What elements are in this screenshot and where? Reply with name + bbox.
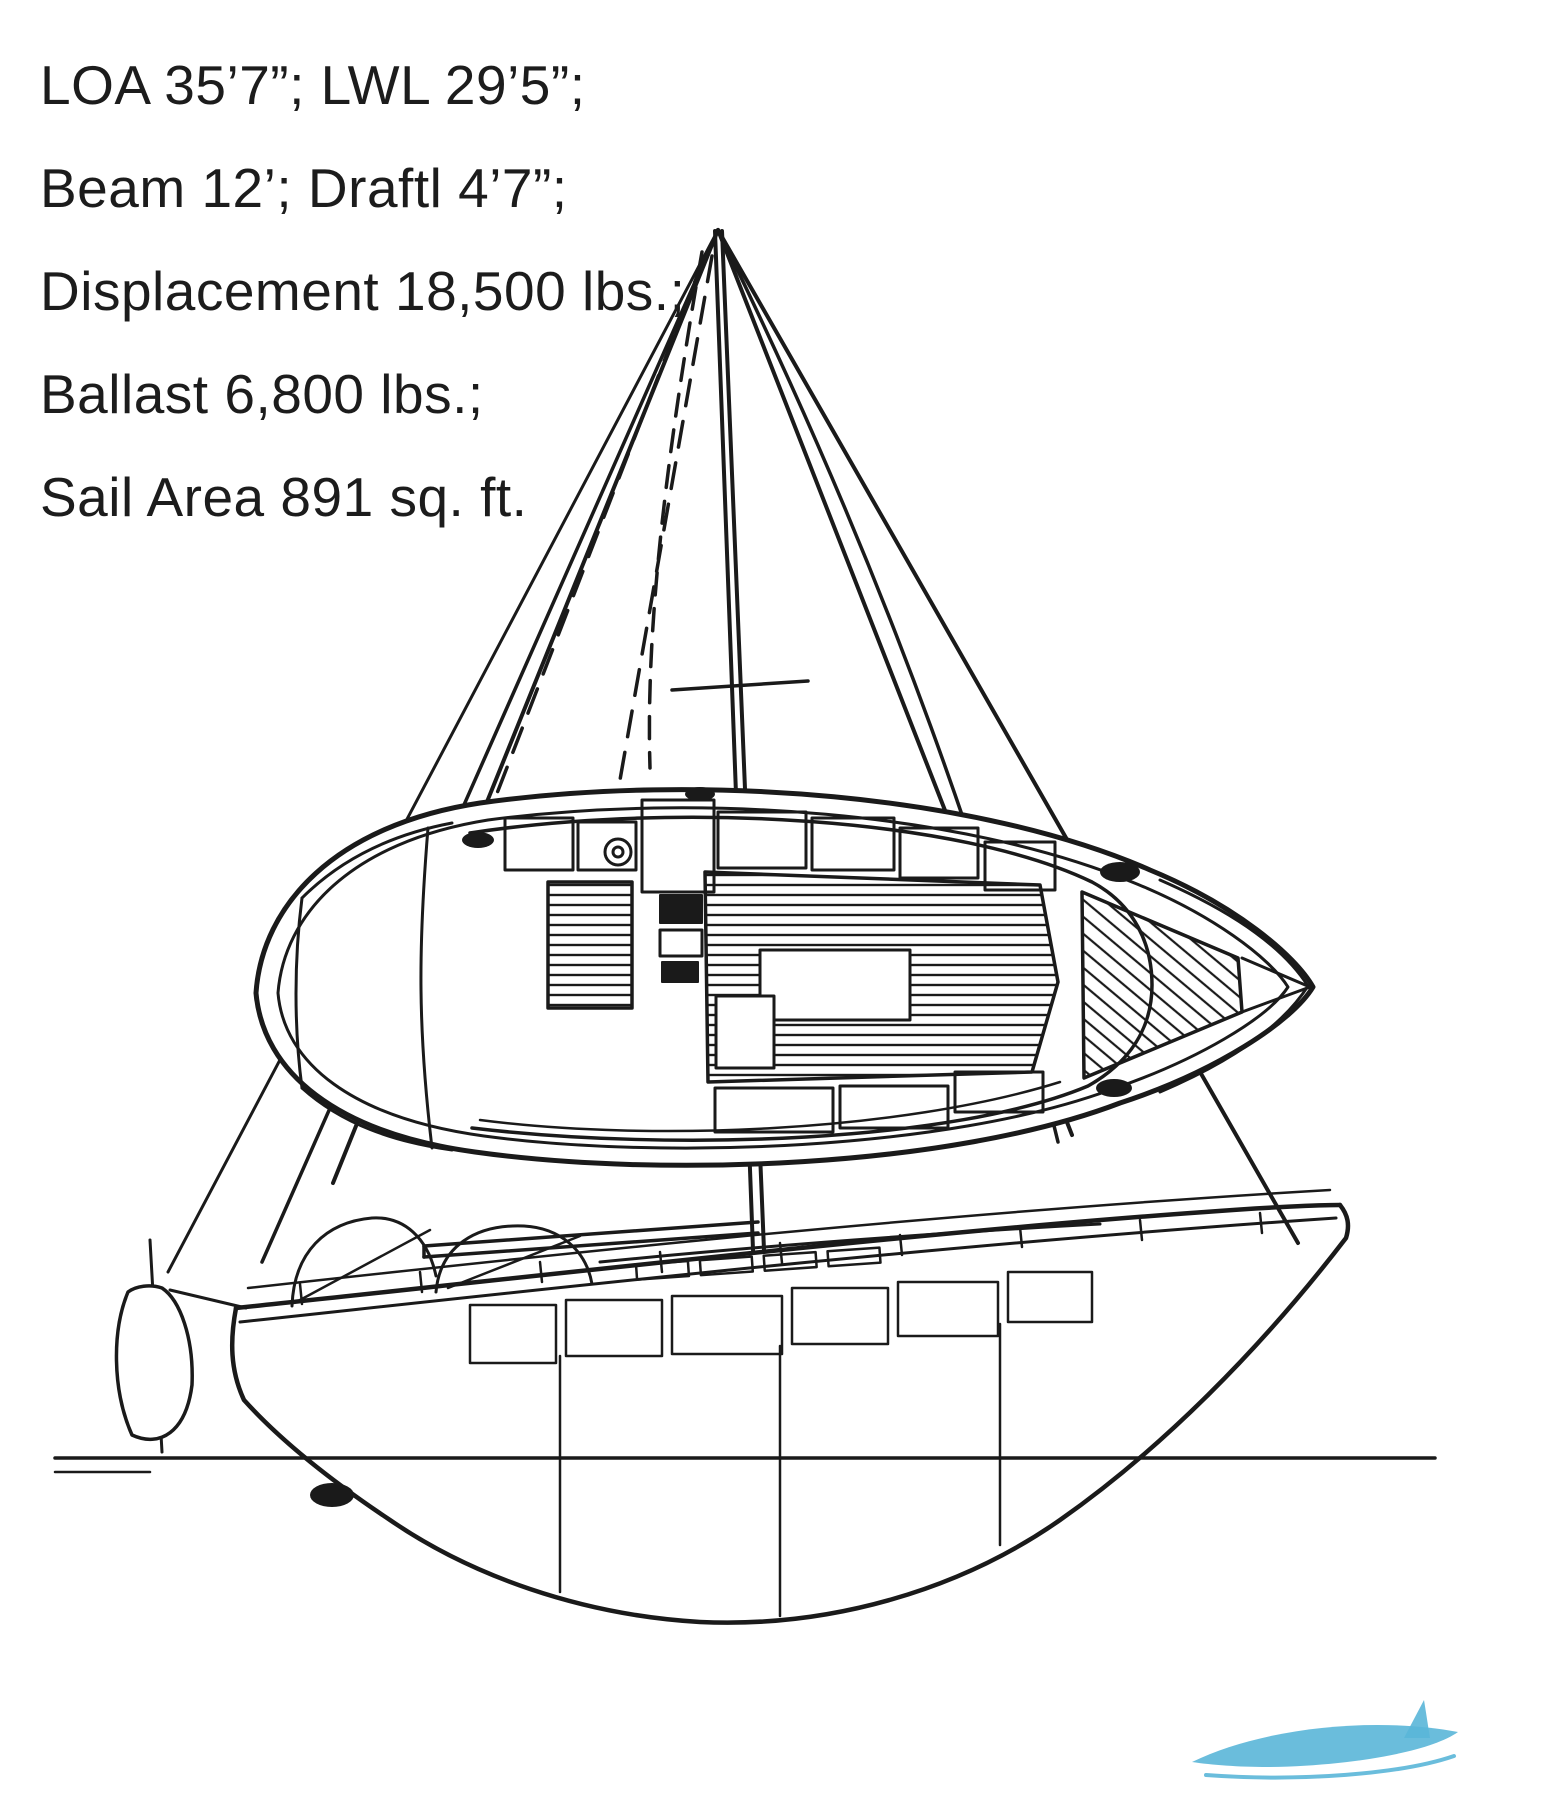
hull-profile-view [53,1188,1437,1625]
spec-line-loa-lwl: LOA 35’7”; LWL 29’5”; [40,54,586,116]
spec-line-beam-draft: Beam 12’; Draftl 4’7”; [40,157,568,219]
spec-line-ballast: Ballast 6,800 lbs.; [40,363,484,425]
deck-plan-view [253,787,1316,1168]
spec-line-displacement: Displacement 18,500 lbs.; [40,260,686,322]
spec-line-sail-area: Sail Area 891 sq. ft. [40,466,528,528]
spec-text-block: LOA 35’7”; LWL 29’5”; Beam 12’; Draftl 4… [40,34,685,549]
blue-wave-logo-icon [1192,1700,1458,1780]
